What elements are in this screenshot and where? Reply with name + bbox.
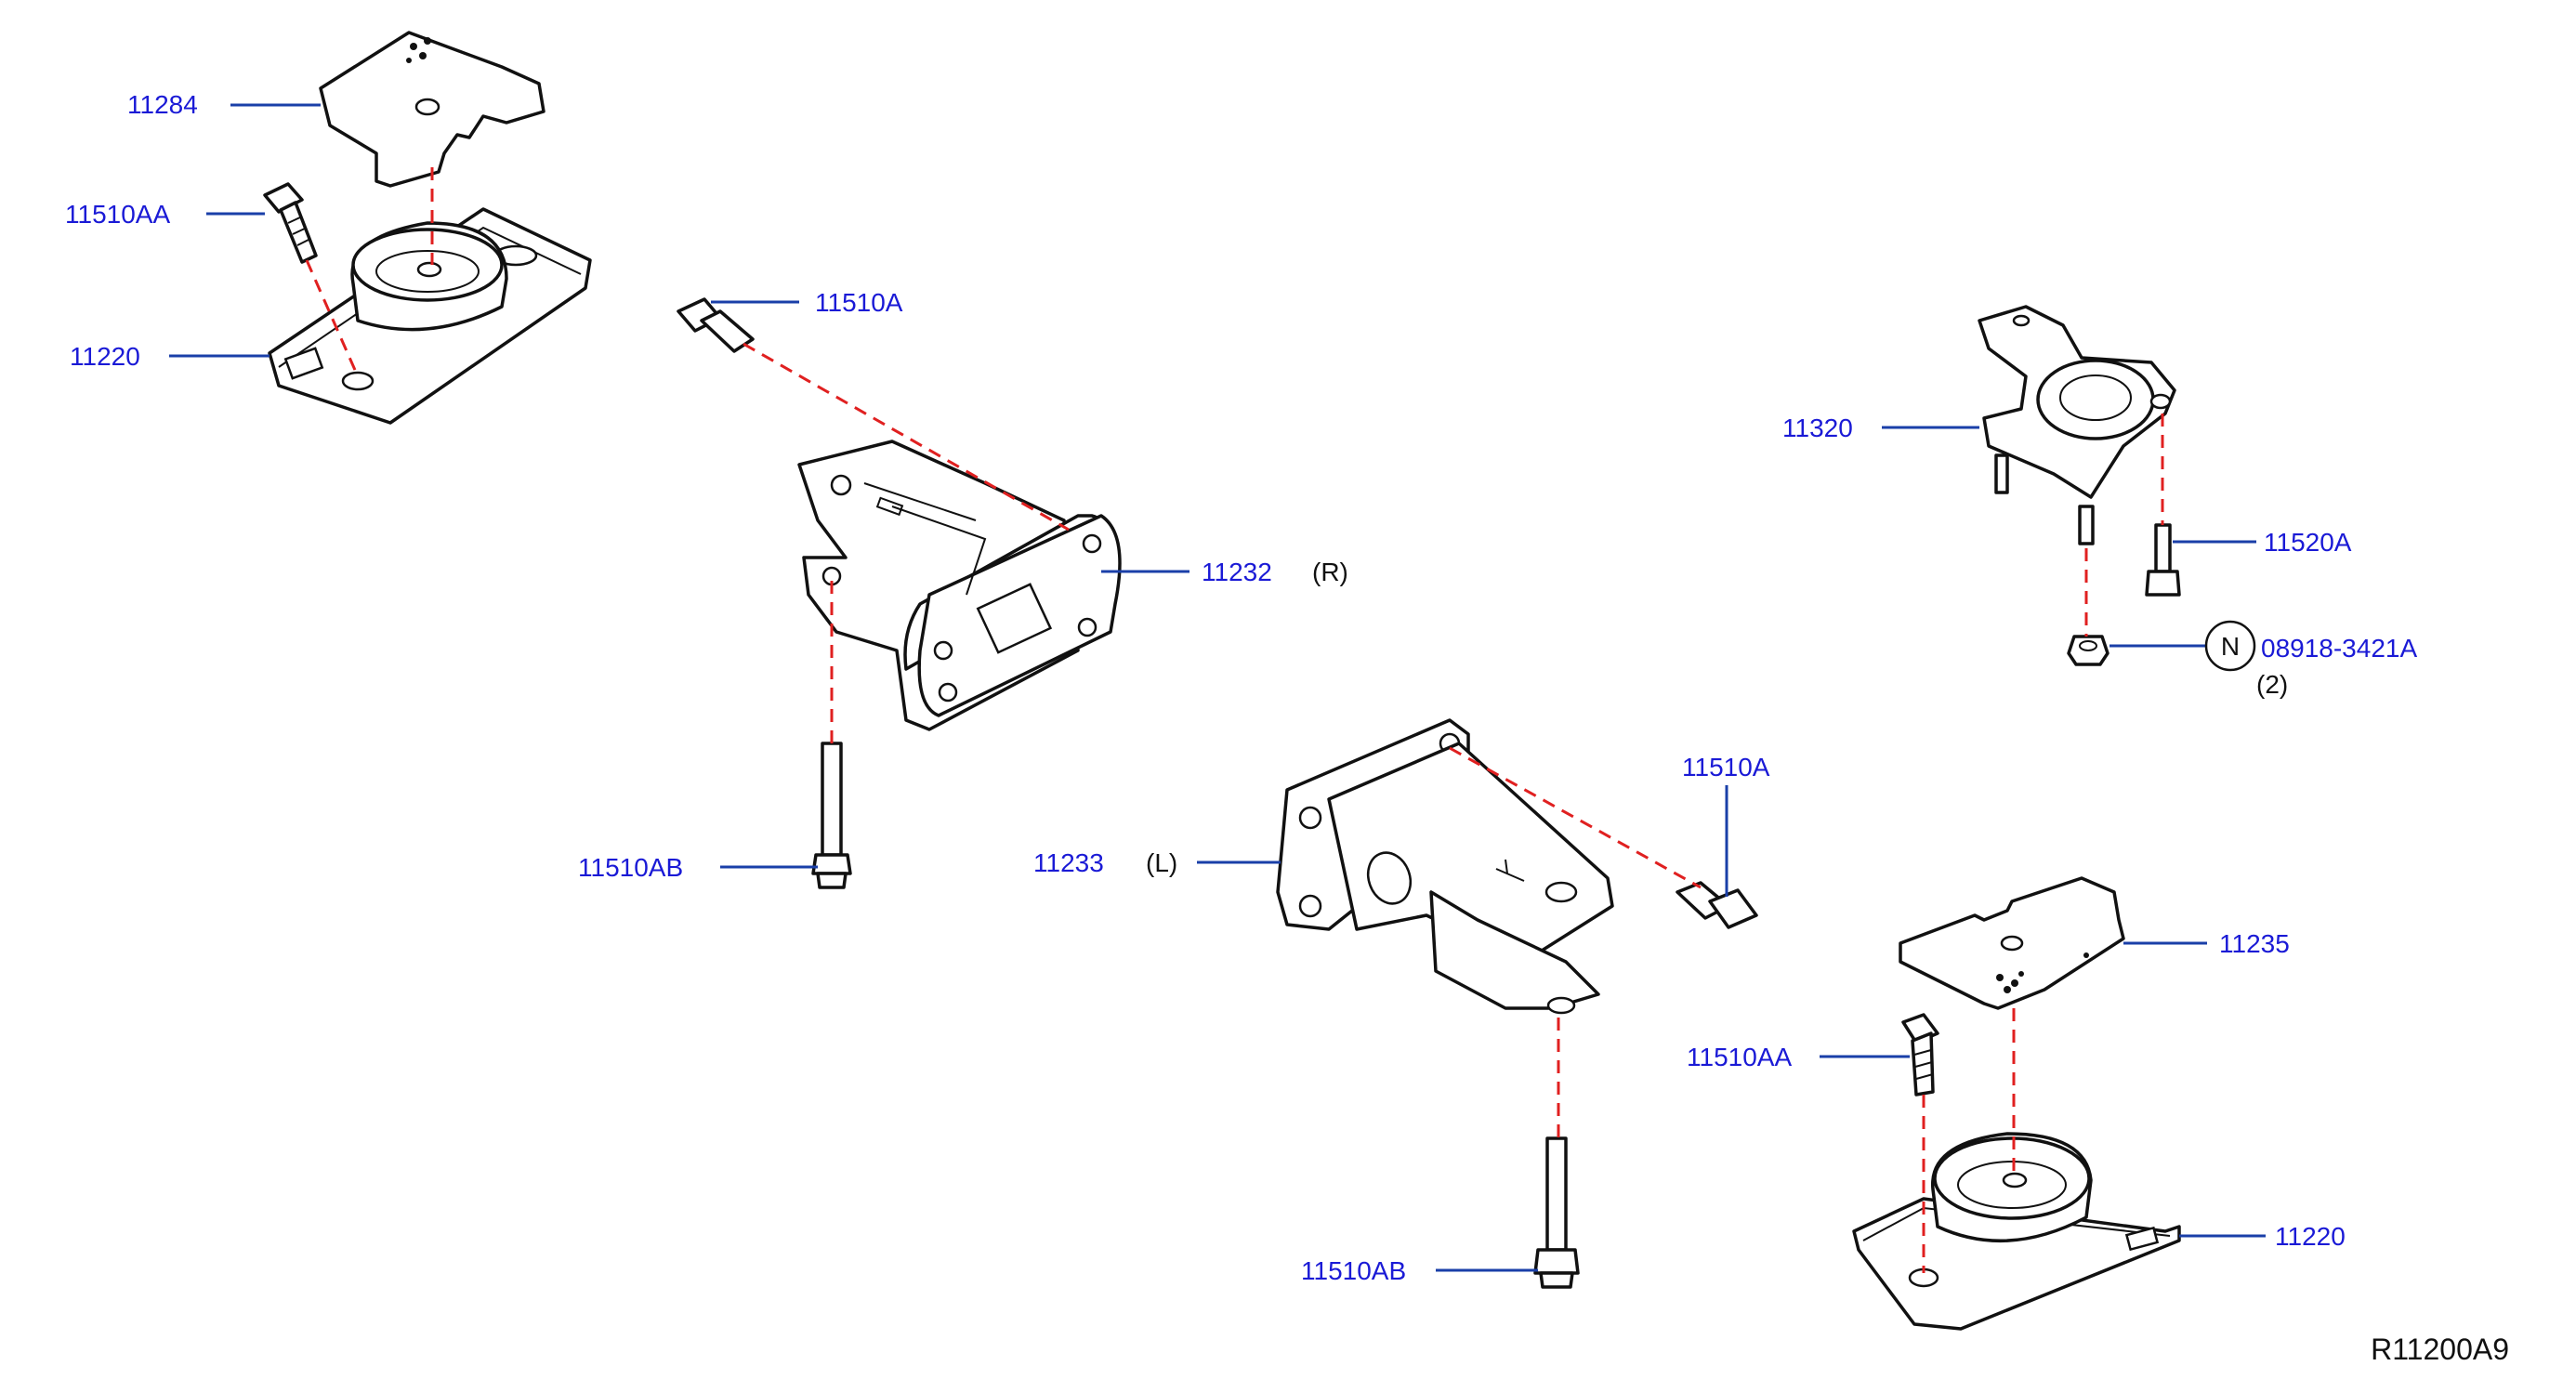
- part-11220-bottom-mount: [1852, 1132, 2181, 1331]
- n-symbol-text: N: [2221, 632, 2240, 661]
- label-11220-top: 11220: [70, 342, 140, 371]
- hidden-line: [743, 342, 1070, 532]
- label-11235: 11235: [2219, 929, 2290, 958]
- label-08918-qty: (2): [2256, 670, 2288, 699]
- part-11232-bracket-right: [797, 440, 1122, 731]
- label-11520A: 11520A: [2264, 528, 2352, 557]
- label-11220-bottom: 11220: [2275, 1222, 2346, 1251]
- part-11320-mount: [1978, 305, 2176, 545]
- part-11510A-mid-bolt: [1676, 881, 1758, 929]
- label-11510AA-bottom: 11510AA: [1687, 1043, 1792, 1071]
- label-11510AB-left: 11510AB: [578, 853, 683, 882]
- leader-lines: [169, 103, 2266, 1272]
- label-11233-side: (L): [1146, 848, 1177, 877]
- part-11520A-stud: [2145, 523, 2181, 597]
- part-11235-plate: [1899, 876, 2125, 1010]
- label-11233: 11233: [1033, 848, 1104, 877]
- part-11510AB-bottom-bolt: [1533, 1136, 1580, 1289]
- part-11510AA-top-bolt: [263, 182, 318, 264]
- label-11510AB-bottom: 11510AB: [1301, 1256, 1406, 1285]
- part-11233-bracket-left: [1276, 718, 1614, 1015]
- part-11510AB-left-bolt: [811, 742, 852, 889]
- part-11510AA-bottom-bolt: [1901, 1013, 1939, 1097]
- diagram-code: R11200A9: [2371, 1333, 2509, 1366]
- label-11284: 11284: [127, 90, 198, 119]
- label-11510A-top: 11510A: [815, 288, 903, 317]
- label-11232: 11232: [1202, 558, 1272, 586]
- part-08918-3421A-nut: [2067, 635, 2109, 666]
- hidden-line: [1449, 746, 1702, 889]
- part-11284-plate: [319, 31, 545, 188]
- label-11320: 11320: [1782, 414, 1853, 442]
- part-11220-top-mount: [268, 207, 592, 425]
- label-08918-3421A: 08918-3421A: [2261, 634, 2417, 663]
- n-symbol-circle: [2204, 620, 2256, 672]
- label-11510A-mid: 11510A: [1682, 753, 1770, 781]
- part-11510A-top-bolt: [677, 297, 755, 353]
- label-11232-side: (R): [1312, 558, 1348, 586]
- label-11510AA-top: 11510AA: [65, 200, 170, 229]
